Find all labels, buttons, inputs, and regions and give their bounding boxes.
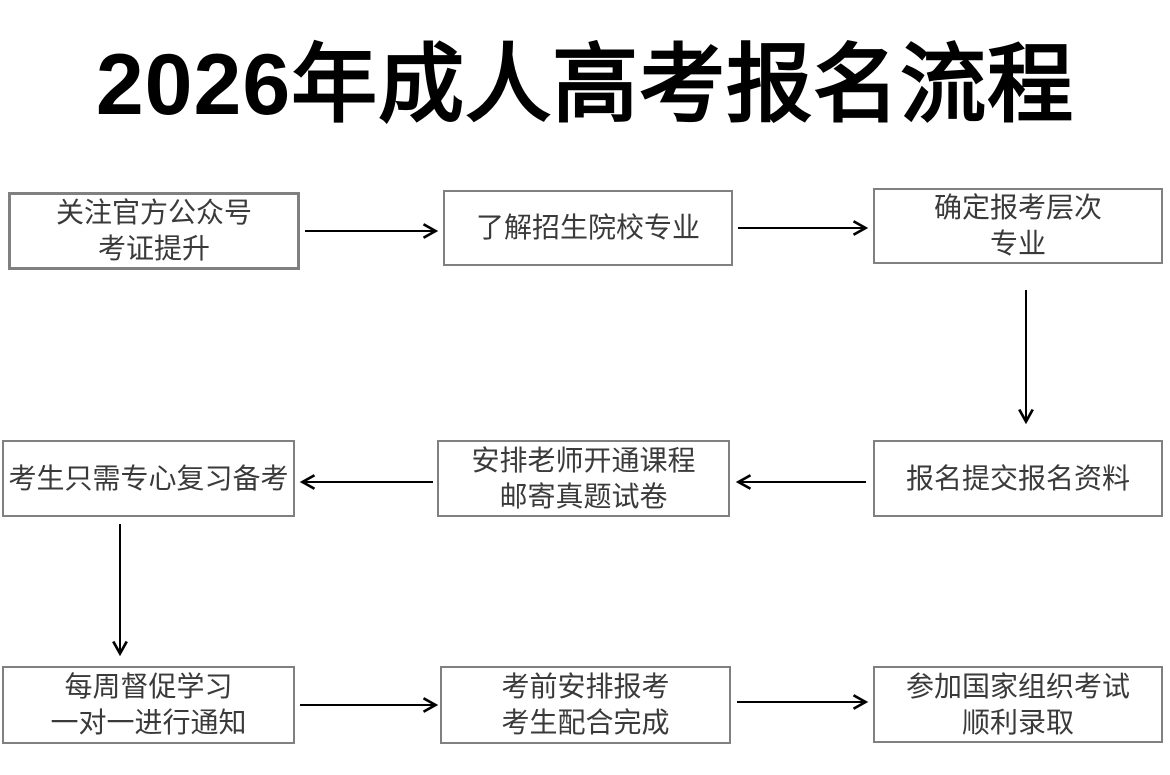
- flow-step-2: 了解招生院校专业: [443, 190, 733, 266]
- flow-step-8: 考前安排报考 考生配合完成: [440, 666, 731, 744]
- flow-step-7: 每周督促学习 一对一进行通知: [2, 666, 295, 744]
- flow-step-6: 考生只需专心复习备考: [2, 440, 295, 517]
- flow-step-3: 确定报考层次 专业: [873, 188, 1163, 264]
- flow-step-8-line-2: 考生配合完成: [501, 707, 670, 738]
- flow-step-9-line-1: 参加国家组织考试: [905, 670, 1130, 702]
- flow-step-5: 安排老师开通课程 邮寄真题试卷: [437, 440, 730, 517]
- flow-step-1-line-1: 关注官方公众号: [55, 197, 252, 228]
- flow-step-9: 参加国家组织考试 顺利录取: [873, 666, 1163, 743]
- flow-step-1: 关注官方公众号 考证提升: [8, 192, 300, 270]
- flow-step-4-line-1: 报名提交报名资料: [905, 462, 1130, 494]
- flow-step-8-line-1: 考前安排报考: [501, 671, 670, 702]
- flow-step-7-line-2: 一对一进行通知: [50, 707, 247, 738]
- flow-step-6-line-1: 考生只需专心复习备考: [8, 462, 289, 494]
- flow-step-7-line-1: 每周督促学习: [64, 671, 233, 702]
- flow-step-3-line-1: 确定报考层次: [933, 192, 1102, 223]
- flow-step-4: 报名提交报名资料: [873, 440, 1163, 517]
- flow-step-5-line-2: 邮寄真题试卷: [499, 480, 668, 512]
- page-title: 2026年成人高考报名流程: [95, 37, 1075, 133]
- flow-step-5-line-1: 安排老师开通课程: [471, 444, 696, 476]
- flow-step-3-line-2: 专业: [989, 228, 1046, 259]
- flow-step-1-line-2: 考证提升: [97, 233, 210, 264]
- flow-step-9-line-2: 顺利录取: [961, 706, 1074, 738]
- flow-step-2-line-1: 了解招生院校专业: [475, 212, 700, 243]
